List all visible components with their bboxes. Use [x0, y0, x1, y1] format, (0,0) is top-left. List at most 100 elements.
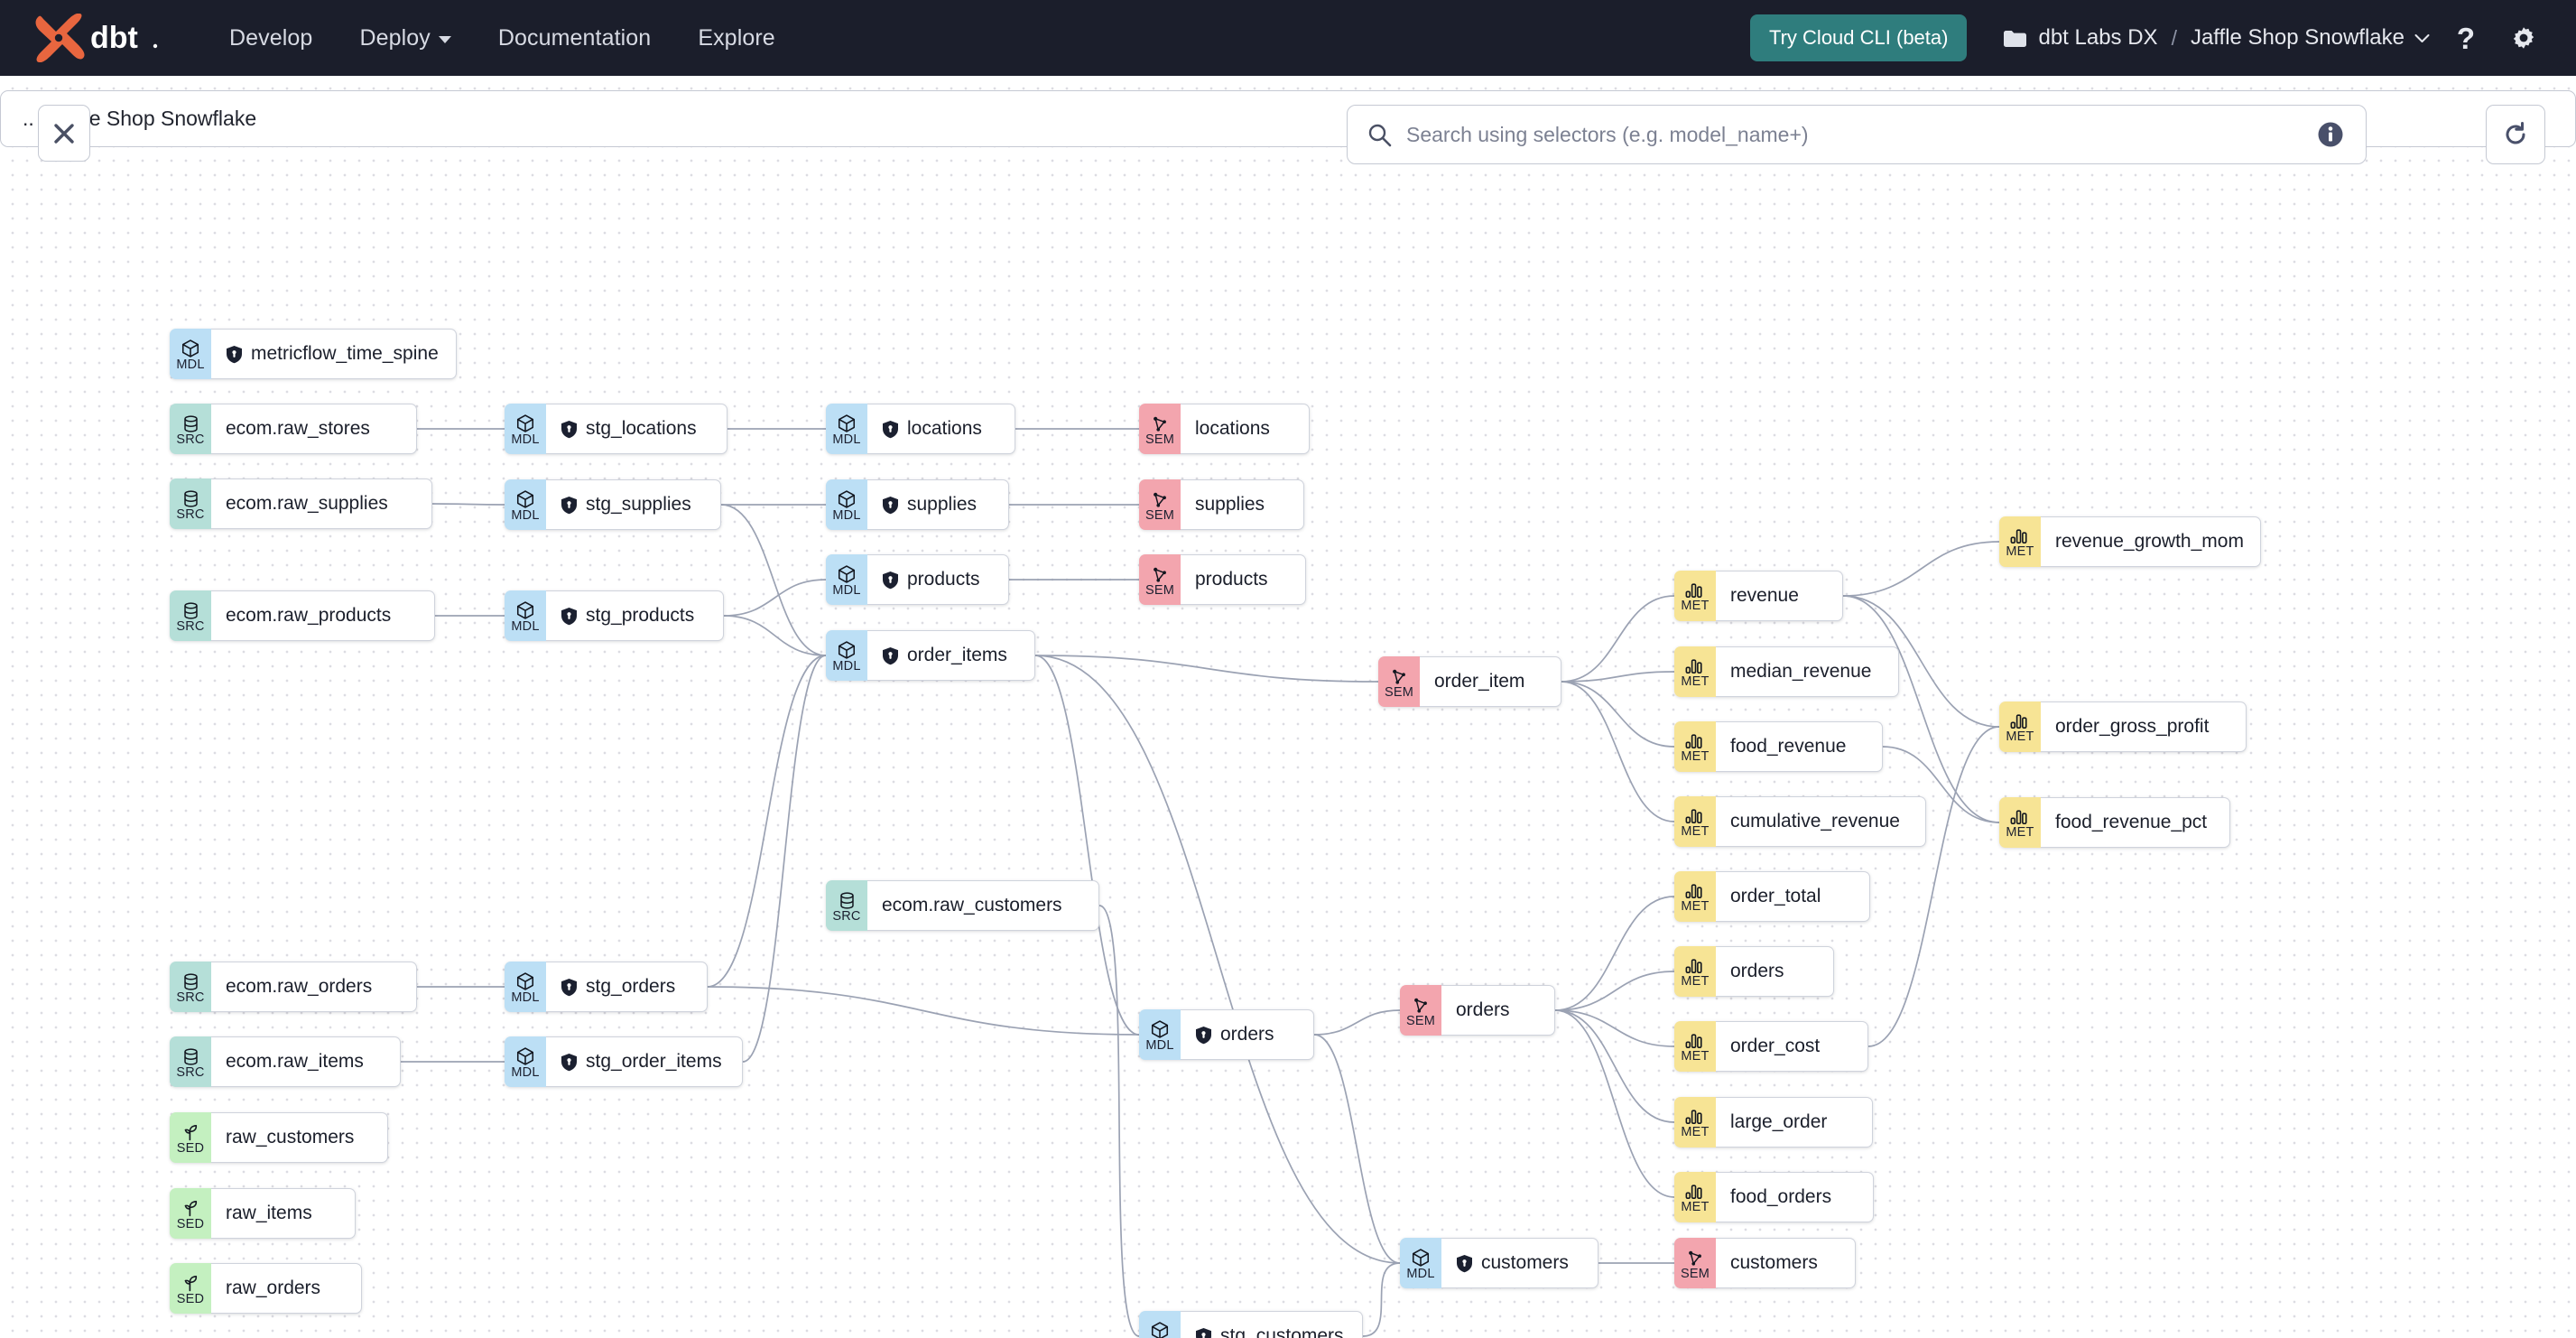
node-body: supplies — [1181, 479, 1304, 530]
node-type-badge-met: MET — [1674, 646, 1716, 697]
node-body: stg_order_items — [546, 1036, 743, 1087]
settings-button[interactable] — [2502, 16, 2545, 60]
info-icon[interactable] — [2315, 119, 2346, 150]
nav-link-explore[interactable]: Explore — [674, 16, 798, 60]
search-icon — [1368, 124, 1392, 146]
node-type-badge-mdl: MDL — [826, 630, 867, 681]
node-type-code: MET — [1681, 749, 1710, 764]
lineage-edge — [1554, 1009, 1675, 1198]
lineage-edge — [1561, 681, 1675, 822]
breadcrumb-account[interactable]: dbt Labs DX — [2038, 25, 2158, 50]
node-label: food_revenue_pct — [2055, 812, 2208, 832]
help-button[interactable]: ? — [2444, 16, 2488, 60]
node-type-badge-sem: SEM — [1674, 1238, 1716, 1288]
nav-link-deploy[interactable]: Deploy — [336, 16, 474, 60]
node-body: ecom.raw_customers — [867, 880, 1099, 931]
graph-node-revenue_growth_mom_met[interactable]: MET revenue_growth_mom — [1999, 516, 2261, 567]
lineage-edge — [720, 504, 827, 656]
node-body: stg_customers — [1181, 1311, 1363, 1338]
node-type-badge-sem: SEM — [1139, 404, 1181, 454]
nav-link-develop[interactable]: Develop — [206, 16, 336, 60]
node-label: ecom.raw_orders — [226, 976, 373, 997]
breadcrumb-project-selector[interactable]: Jaffle Shop Snowflake — [2191, 25, 2430, 51]
lineage-edge — [1561, 595, 1675, 683]
node-type-code: SEM — [1405, 1013, 1436, 1028]
lineage-edge — [1313, 1034, 1401, 1264]
shield-icon — [227, 345, 242, 363]
search-input[interactable] — [1406, 122, 2301, 147]
node-type-code: SRC — [176, 990, 205, 1005]
cube-icon — [516, 414, 534, 432]
database-icon — [839, 891, 854, 909]
shield-icon — [1196, 1026, 1211, 1044]
close-graph-button[interactable] — [38, 105, 90, 162]
node-type-badge-mdl: MDL — [826, 404, 867, 454]
database-icon — [183, 414, 198, 432]
graph-node-ecom_raw_orders[interactable]: SRC ecom.raw_orders — [170, 962, 417, 1012]
node-label: ecom.raw_stores — [226, 418, 370, 439]
shield-icon — [1457, 1254, 1472, 1272]
node-label: food_orders — [1730, 1186, 1832, 1207]
lineage-edge — [723, 615, 827, 656]
try-cloud-cli-button[interactable]: Try Cloud CLI (beta) — [1749, 14, 1968, 61]
shield-icon — [883, 420, 898, 438]
node-body: revenue_growth_mom — [2041, 516, 2261, 567]
search-bar[interactable] — [1347, 105, 2367, 164]
node-type-code: SEM — [1144, 582, 1175, 598]
nav-link-documentation[interactable]: Documentation — [475, 16, 674, 60]
node-type-code: MET — [1681, 1200, 1710, 1214]
cube-icon — [516, 1047, 534, 1065]
shield-icon — [883, 646, 898, 664]
account-project-breadcrumb: dbt Labs DX / Jaffle Shop Snowflake — [2003, 25, 2430, 51]
lineage-edge — [707, 986, 1140, 1036]
refresh-graph-button[interactable] — [2486, 105, 2545, 164]
node-body: locations — [1181, 404, 1310, 454]
graph-node-food_orders_met[interactable]: MET food_orders — [1674, 1172, 1874, 1222]
shield-icon — [561, 978, 577, 996]
bar-chart-icon — [1685, 959, 1702, 973]
dbt-logo[interactable]: dbt — [32, 14, 159, 62]
node-type-code: MET — [2006, 544, 2034, 559]
node-body: order_cost — [1716, 1021, 1868, 1072]
node-label: supplies — [907, 494, 978, 515]
lineage-edge — [1554, 896, 1675, 1011]
